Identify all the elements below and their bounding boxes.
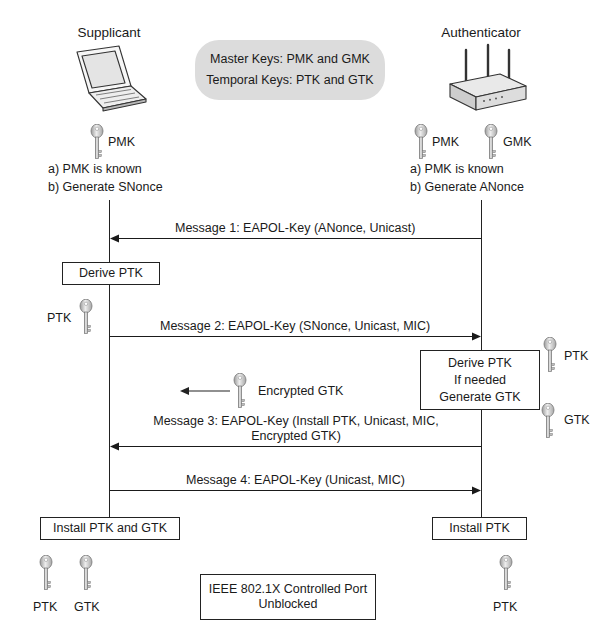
key-icon <box>40 555 52 589</box>
key-name: GMK <box>503 135 531 150</box>
key-icon <box>485 124 497 158</box>
message-arrow <box>110 443 481 451</box>
node-text: Derive PTK <box>79 266 143 281</box>
step-note: a) PMK is known <box>48 162 142 177</box>
keyboard-row <box>104 97 139 103</box>
node-text: Install PTK and GTK <box>53 521 167 536</box>
node-text: Install PTK <box>449 521 509 536</box>
message-arrow <box>110 333 481 341</box>
router-light <box>495 97 497 99</box>
key-name: PTK <box>564 349 588 364</box>
message-label: Message 3: EAPOL-Key (Install PTK, Unica… <box>146 414 446 444</box>
key-name: PMK <box>108 135 135 150</box>
arrow-head <box>472 487 481 495</box>
node-text: Derive PTK <box>448 355 512 372</box>
key-name: GTK <box>564 413 590 428</box>
arrow-shaft <box>188 390 230 391</box>
process-box: Derive PTKIf neededGenerate GTK <box>420 350 540 410</box>
step-note: b) Generate ANonce <box>410 180 524 195</box>
key-name: PTK <box>33 600 57 615</box>
encrypted-gtk-arrow <box>180 387 230 395</box>
key-icon <box>415 124 427 158</box>
router-light <box>483 100 485 102</box>
status-box: IEEE 802.1X Controlled Port Unblocked <box>200 574 376 620</box>
router-antenna <box>465 50 467 84</box>
router-illustration <box>450 45 526 110</box>
node-text: Generate GTK <box>439 389 520 406</box>
key-name: PMK <box>432 135 459 150</box>
arrow-shaft <box>118 238 481 239</box>
arrow-shaft <box>118 446 481 447</box>
laptop-illustration <box>77 46 146 111</box>
node-text: Temporal Keys: PTK and GTK <box>206 73 373 88</box>
keyboard-row <box>100 93 135 99</box>
participant: Authenticator <box>481 20 482 517</box>
arrow-head <box>472 333 481 341</box>
message-label: Message 1: EAPOL-Key (ANonce, Unicast) <box>175 221 415 236</box>
router-antenna <box>487 45 489 80</box>
key-icon <box>91 124 103 158</box>
laptop-edge <box>103 99 146 111</box>
keyboard-row <box>96 90 131 96</box>
key-name: GTK <box>74 600 100 615</box>
process-box: Install PTK and GTK <box>40 517 180 540</box>
key-icon <box>542 403 554 437</box>
key-icon <box>500 555 512 589</box>
key-icon <box>80 555 92 589</box>
key-hierarchy-box: Master Keys: PMK and GMK Temporal Keys: P… <box>195 40 385 100</box>
process-box: Install PTK <box>432 517 527 540</box>
key-name: Encrypted GTK <box>258 384 343 399</box>
key-name: PTK <box>493 600 517 615</box>
router-light <box>501 96 503 98</box>
router-light <box>489 99 491 101</box>
message-arrow <box>110 235 481 243</box>
arrow-head <box>110 235 119 243</box>
laptop-lid <box>77 46 131 93</box>
node-text: IEEE 802.1X Controlled Port Unblocked <box>204 582 372 612</box>
node-text: Master Keys: PMK and GMK <box>210 52 370 67</box>
key-icon <box>80 299 92 333</box>
laptop-screen <box>82 51 125 88</box>
step-note: b) Generate SNonce <box>48 180 163 195</box>
router-front <box>450 84 476 110</box>
process-box: Derive PTK <box>62 262 160 285</box>
key-icon <box>544 337 556 371</box>
participant-name: Authenticator <box>421 25 541 40</box>
arrow-head <box>110 443 119 451</box>
arrow-shaft <box>110 490 473 491</box>
key-icon <box>234 373 246 407</box>
arrow-shaft <box>110 336 473 337</box>
message-arrow <box>110 487 481 495</box>
message-label: Message 2: EAPOL-Key (SNonce, Unicast, M… <box>160 319 430 334</box>
message-label: Message 4: EAPOL-Key (Unicast, MIC) <box>186 473 405 488</box>
router-side <box>476 86 526 110</box>
participant-name: Supplicant <box>49 25 169 40</box>
lifeline <box>109 200 110 517</box>
node-text: If needed <box>454 372 506 389</box>
step-note: a) PMK is known <box>410 162 504 177</box>
arrow-head <box>180 387 189 395</box>
key-name: PTK <box>47 311 71 326</box>
